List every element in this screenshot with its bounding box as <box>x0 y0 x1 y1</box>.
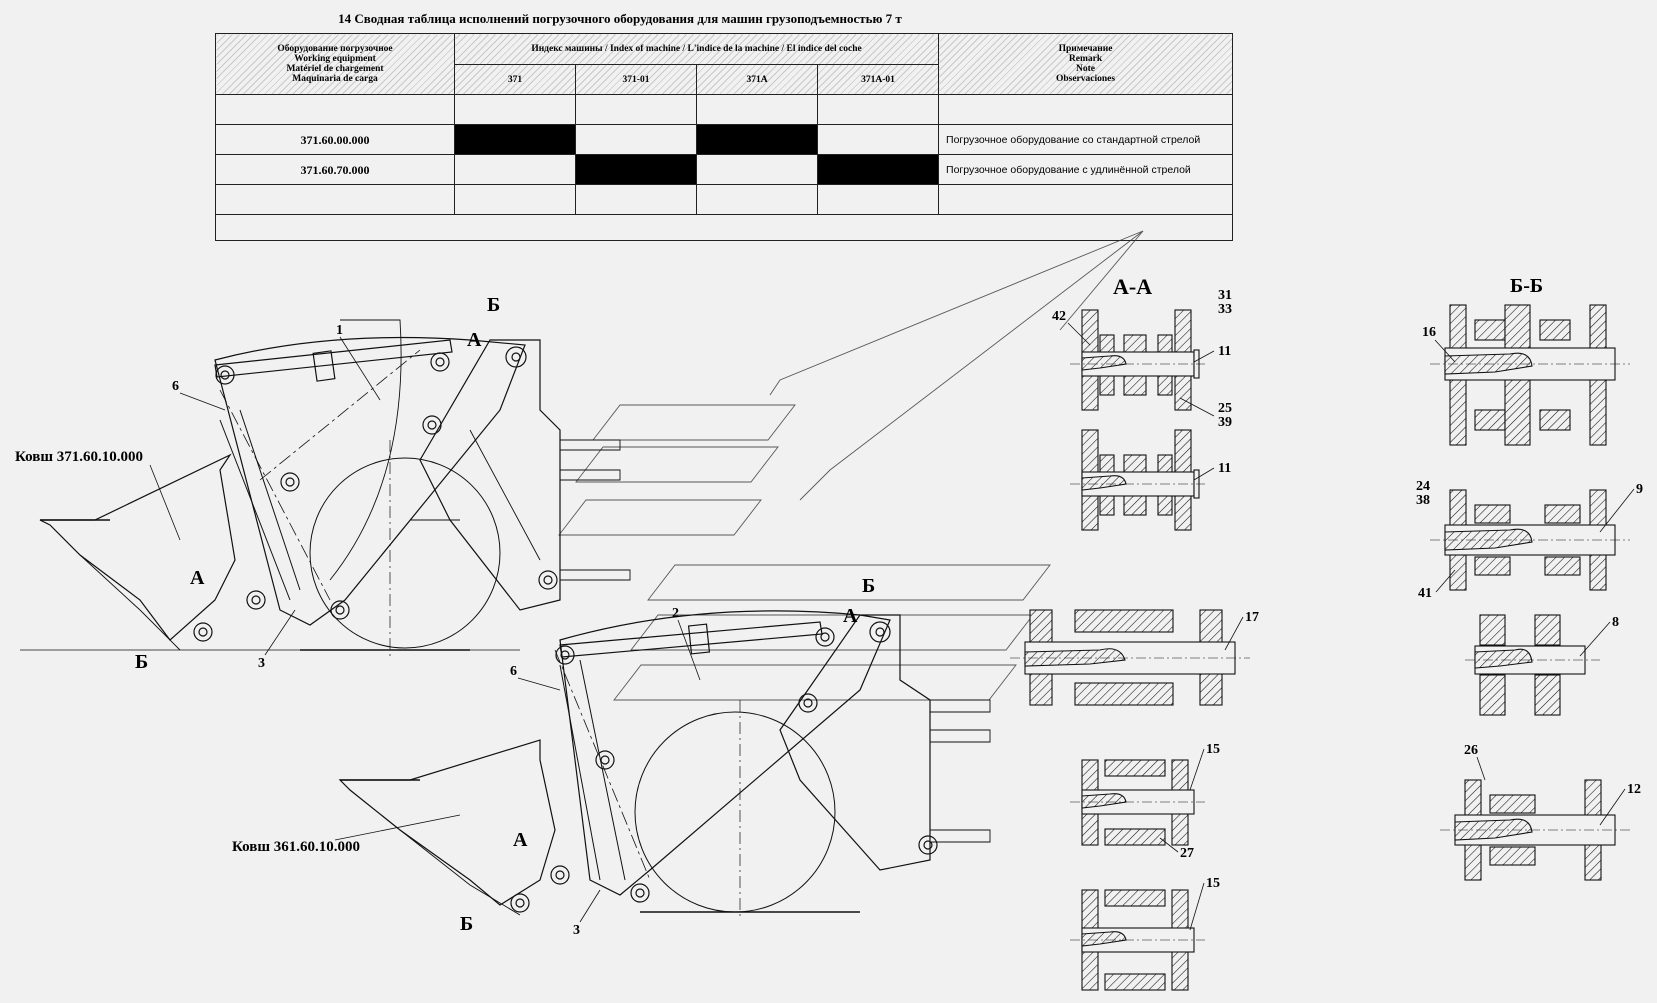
bucket-upper-label: Ковш 371.60.10.000 <box>15 449 143 465</box>
table-row: 371.60.00.000 Погрузочное оборудование с… <box>215 124 1234 155</box>
remark-cell: Погрузочное оборудование со стандартной … <box>938 124 1234 155</box>
table-row: 371.60.70.000 Погрузочное оборудование с… <box>215 154 1234 185</box>
section-bb-drawings <box>1430 304 1630 881</box>
callout-25: 25 <box>1218 401 1232 416</box>
callout-6-lower: 6 <box>510 664 517 679</box>
bb-joint-3 <box>1465 614 1600 716</box>
lower-loader-view <box>338 610 991 920</box>
bucket-lower-label: Ковш 361.60.10.000 <box>232 839 360 855</box>
table-row <box>215 184 1234 215</box>
cut-b-lower-top: Б <box>862 575 875 597</box>
callout-39: 39 <box>1218 415 1232 430</box>
section-bb-label: Б-Б <box>1510 275 1543 297</box>
callout-3-upper: 3 <box>258 656 265 671</box>
callout-24: 24 <box>1416 479 1430 494</box>
callout-41: 41 <box>1418 586 1432 601</box>
callout-1: 1 <box>336 323 343 338</box>
machine-header-371-01: 371-01 <box>575 64 697 95</box>
applicability-cell <box>696 124 818 155</box>
table-row <box>214 214 1234 241</box>
callout-15-b: 15 <box>1206 876 1220 891</box>
remark-column-header: Примечание Remark Note Observaciones <box>938 33 1234 95</box>
upper-bucket <box>39 453 236 641</box>
machine-header-371a: 371A <box>696 64 818 95</box>
upper-wheel <box>309 457 501 649</box>
callout-42: 42 <box>1052 309 1066 324</box>
callout-9: 9 <box>1636 482 1643 497</box>
lower-boom <box>559 610 891 896</box>
bb-joint-1 <box>1430 304 1630 446</box>
machine-header-371a-01: 371A-01 <box>816 64 940 95</box>
remark-cell: Погрузочное оборудование с удлинённой ст… <box>938 154 1234 185</box>
callout-17: 17 <box>1245 610 1259 625</box>
callout-31: 31 <box>1218 288 1232 303</box>
applicability-cell <box>454 154 576 185</box>
lower-frame <box>779 614 931 871</box>
drawing-title: 14 Сводная таблица исполнений погрузочно… <box>338 11 902 26</box>
bb-joint-2 <box>1430 489 1630 591</box>
cut-a-lower-top: А <box>843 605 858 627</box>
callout-15-a: 15 <box>1206 742 1220 757</box>
cut-b-upper-top: Б <box>487 294 500 316</box>
lower-bucket <box>338 739 556 906</box>
machine-index-header: Индекс машины / Index of machine / L'ind… <box>453 33 940 65</box>
aa-joint-2 <box>1070 429 1205 531</box>
section-aa-drawings <box>1010 309 1250 991</box>
equipment-column-header: Оборудование погрузочное Working equipme… <box>215 33 455 95</box>
aa-joint-4 <box>1070 759 1205 846</box>
callout-16: 16 <box>1422 325 1436 340</box>
callout-3-lower: 3 <box>573 923 580 938</box>
equipment-cell: 371.60.00.000 <box>215 124 455 155</box>
equipment-cell <box>215 184 455 215</box>
cut-a-lower-left: А <box>513 829 528 851</box>
callout-38: 38 <box>1416 493 1430 508</box>
leader-lines <box>149 322 1635 931</box>
cut-b-lower-left: Б <box>460 913 473 935</box>
callout-6-upper: 6 <box>172 379 179 394</box>
cut-b-upper-left: Б <box>135 651 148 673</box>
callout-11-a: 11 <box>1218 344 1231 359</box>
applicability-cell <box>454 124 576 155</box>
applicability-cell <box>454 184 576 215</box>
drawing-labels: А-А Б-Б Ковш 371.60.10.000 Ковш 361.60.1… <box>15 274 1643 938</box>
aa-joint-5 <box>1070 889 1205 991</box>
upper-boom <box>214 336 526 626</box>
cut-a-upper-top: А <box>467 329 482 351</box>
table-footer-cell <box>214 214 1234 241</box>
callout-11-b: 11 <box>1218 461 1231 476</box>
upper-loader-view <box>20 319 631 660</box>
callout-33: 33 <box>1218 302 1232 317</box>
callout-12: 12 <box>1627 782 1641 797</box>
section-aa-label: А-А <box>1113 274 1152 299</box>
aa-joint-3 <box>1010 609 1250 706</box>
watermark-logo <box>558 230 1144 701</box>
callout-27: 27 <box>1180 846 1194 861</box>
aa-joint-1 <box>1070 309 1205 411</box>
callout-8: 8 <box>1612 615 1619 630</box>
applicability-cell <box>816 94 940 125</box>
applicability-cell <box>575 154 697 185</box>
callout-2: 2 <box>672 606 679 621</box>
lower-wheel <box>634 711 836 913</box>
remark-cell <box>938 184 1234 215</box>
applicability-cell <box>575 94 697 125</box>
upper-frame <box>419 339 561 611</box>
table-row <box>215 94 1234 125</box>
cut-a-upper-left: А <box>190 567 205 589</box>
applicability-cell <box>816 184 940 215</box>
versions-table: Оборудование погрузочное Working equipme… <box>214 33 1234 241</box>
callout-26: 26 <box>1464 743 1478 758</box>
bb-joint-4 <box>1440 779 1630 881</box>
applicability-cell <box>696 94 818 125</box>
applicability-cell <box>816 154 940 185</box>
